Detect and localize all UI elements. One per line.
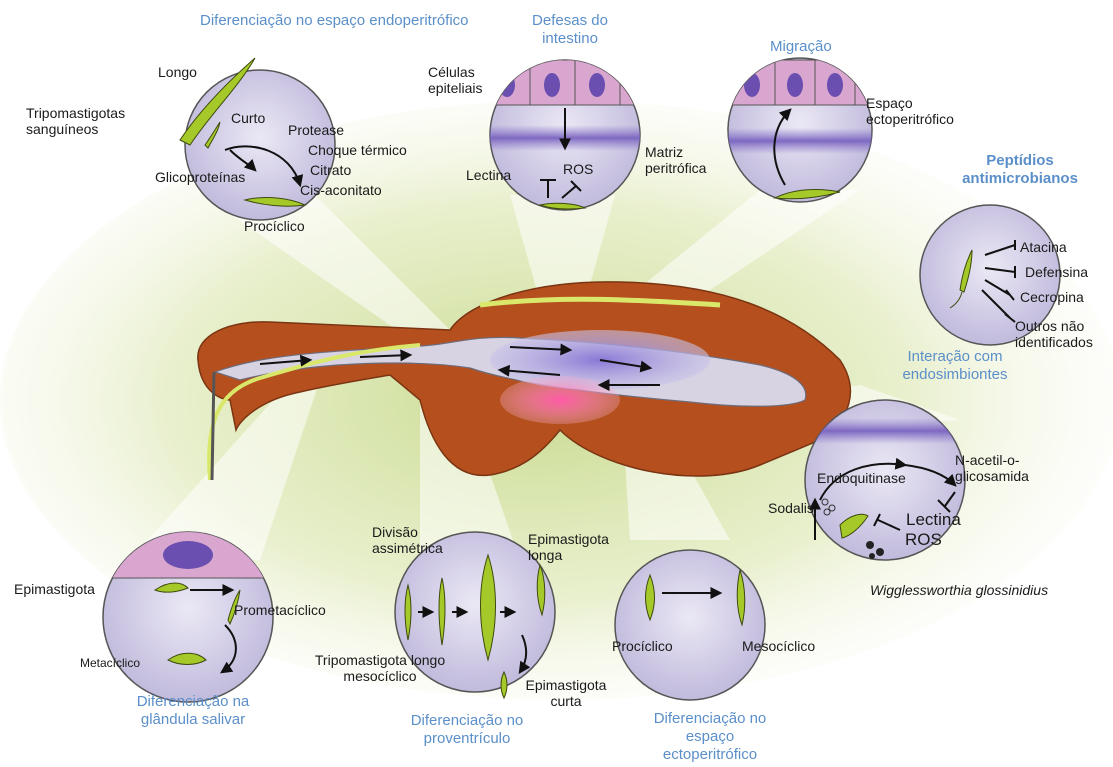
label-cecropina: Cecropina (1020, 289, 1084, 305)
label-matriz: Matriz peritrófica (645, 144, 715, 176)
title-antimicrobial: Peptídios antimicrobianos (950, 152, 1090, 188)
label-endoquitinase: Endoquitinase (817, 470, 906, 486)
label-lectina-endo: Lectina (906, 512, 961, 528)
proboscis (212, 372, 214, 480)
label-choque: Choque térmico (308, 142, 407, 158)
label-atacina: Atacina (1020, 239, 1067, 255)
circle-ectoperitrophic (615, 550, 765, 700)
label-tripomastigotas: Tripomastigotas sanguíneos (26, 105, 171, 137)
title-salivary: Diferenciação na glândula salivar (118, 693, 268, 729)
title-migration: Migração (770, 38, 832, 56)
label-epi-curta: Epimastigota curta (516, 677, 616, 709)
label-espaco-ecto: Espaço ectoperitrófico (866, 95, 986, 127)
salivary-gland-pink (500, 376, 620, 424)
label-epimastigota-sal: Epimastigota (14, 581, 95, 597)
title-endoperitrophic: Diferenciação no espaço endoperitrófico (200, 12, 370, 30)
label-ros-endo: ROS (905, 532, 942, 548)
label-wigglessworthia: Wigglessworthia glossinidius (870, 582, 1048, 598)
parasite-pv-5 (501, 672, 507, 698)
label-divisao: Divisão assimétrica (372, 524, 452, 556)
label-citrato: Citrato (310, 162, 351, 178)
label-prociclico-top: Procíclico (244, 218, 305, 234)
label-sodalis: Sodalis (768, 500, 814, 516)
label-protease: Protease (288, 122, 344, 138)
label-defensina: Defensina (1025, 264, 1088, 280)
label-ros-top: ROS (563, 161, 593, 177)
label-prometaciclico: Prometacíclico (234, 602, 326, 618)
label-cis-aconitato: Cis-aconitato (300, 182, 382, 198)
label-nacetil: N-acetil-o-glicosamida (955, 452, 1050, 484)
title-gut-defenses: Defesas do intestino (525, 12, 615, 48)
label-tripo-longo: Tripomastigota longo mesocíclico (305, 652, 455, 684)
label-outros: Outros não identificados (1015, 318, 1113, 350)
label-glicoproteinas: Glicoproteínas (155, 169, 245, 185)
label-metaciclico: Metacíclico (80, 655, 140, 671)
label-lectina-top: Lectina (466, 167, 511, 183)
title-proventriculus: Diferenciação no proventrículo (387, 712, 547, 748)
label-epi-longa: Epimastigota longa (528, 531, 603, 563)
label-curto: Curto (231, 110, 265, 126)
title-endosymbionts: Interação com endosimbiontes (880, 348, 1030, 384)
label-celulas: Células epiteliais (428, 64, 518, 96)
label-mesociclico: Mesocíclico (742, 638, 815, 654)
label-longo: Longo (158, 64, 197, 80)
title-ectoperitrophic: Diferenciação no espaço ectoperitrófico (640, 710, 780, 764)
label-prociclico-ecto: Procíclico (612, 638, 673, 654)
